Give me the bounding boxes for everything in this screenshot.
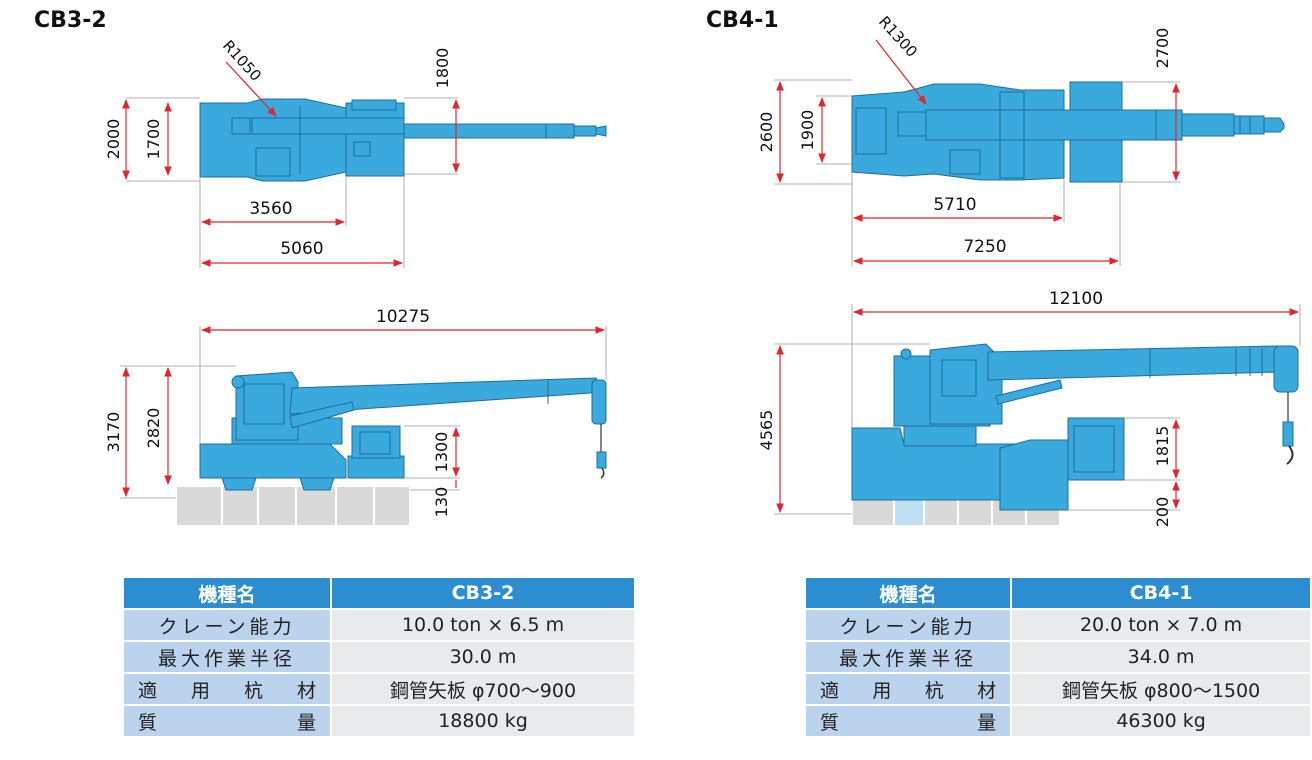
spec-value: 18800 kg [330, 704, 636, 738]
spec-row-pile: 適 用 杭 材 鋼管矢板 φ700〜900 [122, 672, 636, 706]
cb4-1-plan-body [851, 81, 1285, 183]
spec-value: 46300 kg [1010, 704, 1312, 738]
cb4-1-dim-length-b: 7250 [963, 237, 1006, 257]
spec-row-mass: 質 量 46300 kg [803, 704, 1312, 738]
cb3-2-side-dimensions [120, 326, 607, 499]
spec-header-row: 機種名 CB3-2 [122, 576, 636, 610]
cb3-2-side-body [199, 371, 607, 491]
spec-header-label: 機種名 [122, 576, 332, 610]
cb3-2-dim-height-base: 1300 [432, 432, 451, 473]
spec-row-mass: 質 量 18800 kg [122, 704, 636, 738]
spec-key: クレーン能力 [803, 608, 1013, 642]
cb3-2-plan-view: R1050 2000 1700 1800 3560 5060 [104, 37, 607, 268]
spec-key: 質 量 [122, 704, 332, 738]
spec-table-cb3-2: 機種名 CB3-2 クレーン能力 10.0 ton × 6.5 m 最大作業半径… [122, 576, 636, 738]
spec-value: 鋼管矢板 φ700〜900 [330, 672, 636, 706]
cb3-2-dim-overall-length: 10275 [376, 307, 430, 327]
spec-key: 質 量 [803, 704, 1013, 738]
spec-value: 20.0 ton × 7.0 m [1010, 608, 1312, 642]
cb4-1-dim-width-outer: 2600 [757, 112, 776, 153]
spec-header-value: CB4-1 [1010, 576, 1312, 610]
spec-key: 適 用 杭 材 [803, 672, 1013, 706]
cb3-2-piles [175, 485, 411, 527]
spec-row-radius: 最大作業半径 30.0 m [122, 640, 636, 674]
cb3-2-dim-length-a: 3560 [249, 199, 292, 219]
spec-key: 最大作業半径 [803, 640, 1013, 674]
spec-value: 鋼管矢板 φ800〜1500 [1010, 672, 1312, 706]
spec-value: 10.0 ton × 6.5 m [330, 608, 636, 642]
spec-key: 適 用 杭 材 [122, 672, 332, 706]
cb4-1-plan-dimensions [774, 39, 1180, 266]
cb4-1-side-dimensions [774, 304, 1301, 515]
spec-row-capacity: クレーン能力 10.0 ton × 6.5 m [122, 608, 636, 642]
cb3-2-dim-width-inner: 1700 [144, 119, 163, 160]
model-title-cb4-1: CB4-1 [706, 8, 779, 33]
cb4-1-dim-height-rail: 200 [1153, 497, 1172, 528]
spec-header-row: 機種名 CB4-1 [803, 576, 1312, 610]
cb4-1-dim-height-total: 4565 [757, 410, 776, 451]
cb4-1-dim-width-inner: 1900 [798, 110, 817, 151]
cb4-1-dim-length-a: 5710 [933, 195, 976, 215]
cb4-1-plan-view: R1300 2600 1900 2700 5710 7250 [757, 13, 1285, 266]
cb3-2-plan-body [199, 98, 607, 182]
spec-row-radius: 最大作業半径 34.0 m [803, 640, 1312, 674]
cb3-2-dim-height-total: 3170 [104, 412, 123, 453]
spec-value: 30.0 m [330, 640, 636, 674]
spec-header-value: CB3-2 [330, 576, 636, 610]
cb3-2-side-view: 10275 3170 2820 1300 130 [104, 307, 607, 527]
cb3-2-dim-radius: R1050 [219, 37, 265, 85]
spec-key: 最大作業半径 [122, 640, 332, 674]
spec-header-label: 機種名 [803, 576, 1013, 610]
cb3-2-dim-height-rail: 130 [432, 487, 451, 518]
cb4-1-dim-overall-length: 12100 [1049, 289, 1103, 309]
cb3-2-dim-height-boom: 2820 [144, 408, 163, 449]
cb4-1-dim-height-right: 2700 [1153, 28, 1172, 69]
cb3-2-dim-length-b: 5060 [280, 239, 323, 259]
cb4-1-side-view: 12100 4565 1815 200 [757, 289, 1301, 528]
spec-row-pile: 適 用 杭 材 鋼管矢板 φ800〜1500 [803, 672, 1312, 706]
spec-table-cb4-1: 機種名 CB4-1 クレーン能力 20.0 ton × 7.0 m 最大作業半径… [803, 576, 1312, 738]
cb4-1-side-body [851, 343, 1299, 511]
cb3-2-dim-height-right: 1800 [433, 48, 452, 89]
spec-key: クレーン能力 [122, 608, 332, 642]
cb4-1-dim-height-base: 1815 [1153, 426, 1172, 467]
cb3-2-dim-width-outer: 2000 [104, 119, 123, 160]
model-title-cb3-2: CB3-2 [34, 8, 107, 33]
cb4-1-dim-radius: R1300 [875, 13, 921, 61]
cb3-2-plan-dimensions [122, 61, 460, 268]
spec-row-capacity: クレーン能力 20.0 ton × 7.0 m [803, 608, 1312, 642]
spec-value: 34.0 m [1010, 640, 1312, 674]
